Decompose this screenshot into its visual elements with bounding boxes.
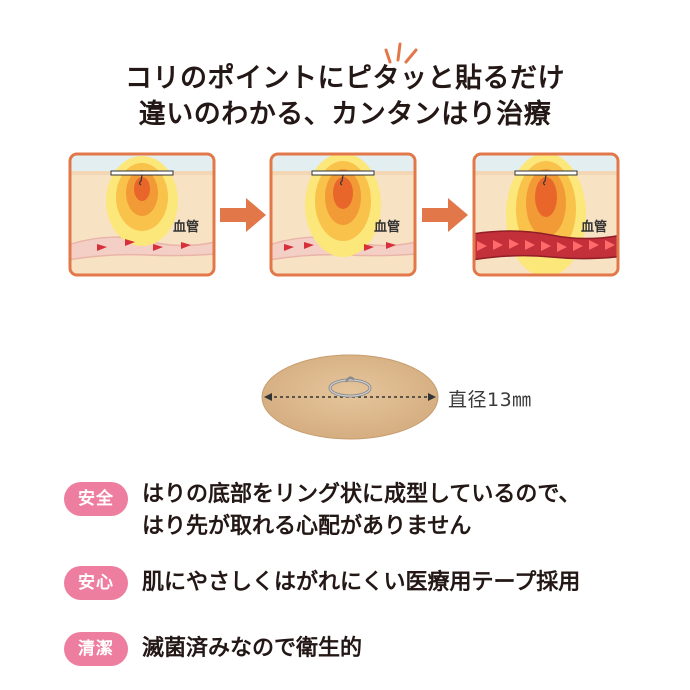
progress-arrow-2-icon (422, 198, 468, 232)
needle-patch-image (261, 354, 439, 440)
feature-safety-text-line-1: はりの底部をリング状に成型しているので、 (142, 482, 581, 507)
feature-hygiene-text: 滅菌済みなので衛生的 (142, 636, 363, 661)
emphasis-spark-icon (384, 42, 418, 64)
feature-reassurance-text: 肌にやさしくはがれにくい医療用テープ採用 (142, 570, 581, 595)
headline-line-2: 違いのわかる、カンタンはり治療 (138, 99, 552, 130)
feature-safety-text-line-2: はり先が取れる心配がありません (142, 514, 472, 539)
heat-zone (106, 156, 178, 246)
heat-zone (305, 154, 381, 257)
badge-hygiene: 清潔 (64, 632, 128, 666)
progress-arrow-1-icon (220, 198, 266, 232)
vessel-label-3: 血管 (581, 219, 607, 235)
badge-reassurance: 安心 (64, 566, 128, 600)
badge-safety: 安全 (64, 482, 128, 516)
needle-ring-icon (328, 376, 372, 398)
diagram-panel-3: 血管 (472, 152, 620, 277)
diameter-label: 直径13㎜ (448, 389, 532, 411)
vessel-label-2: 血管 (374, 219, 400, 235)
vessel-label-1: 血管 (173, 219, 199, 235)
diagram-panel-1: 血管 (68, 152, 216, 277)
diagram-panel-2: 血管 (269, 152, 417, 277)
headline-line-1: コリのポイントにピタッと貼るだけ (125, 63, 565, 94)
